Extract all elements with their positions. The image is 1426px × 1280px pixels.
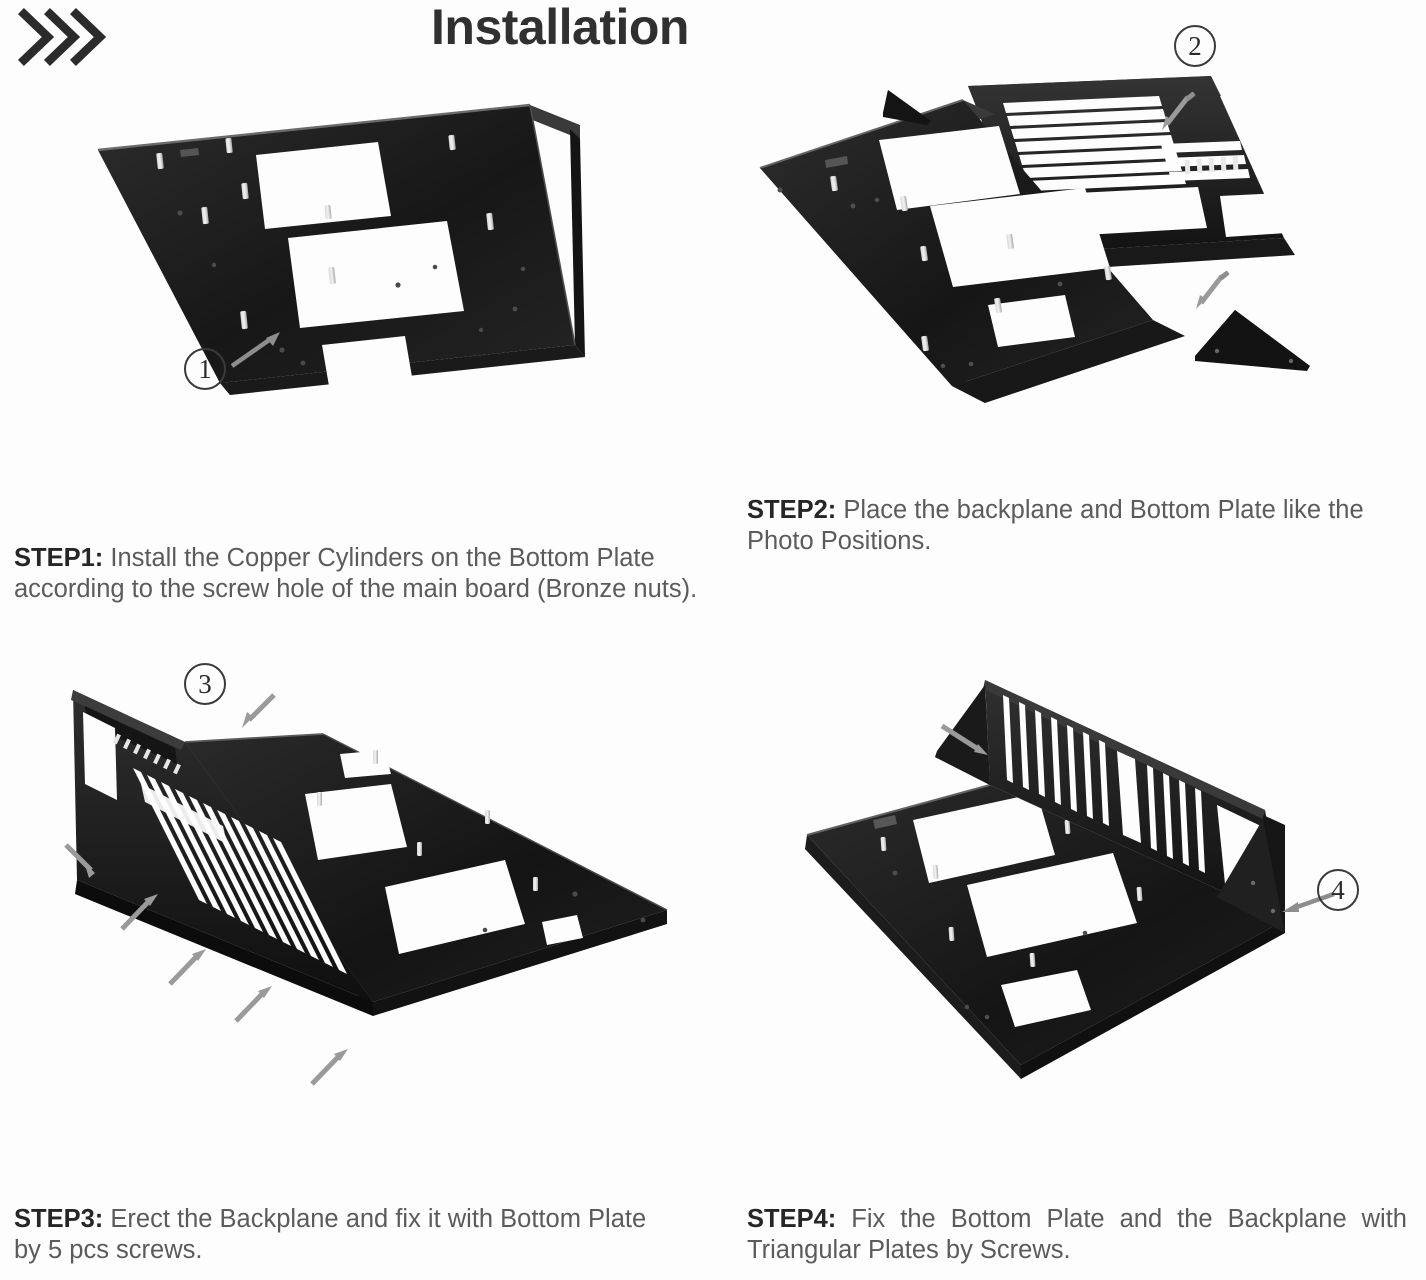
callout-1: 1 [184,348,226,390]
callout-3: 3 [184,663,226,705]
triple-chevron-right-icon [17,6,114,68]
screw-arrow-icon [1190,270,1230,310]
step4-label: STEP4 [747,1205,828,1233]
step4-separator: : [827,1205,837,1233]
screw-arrow-icon [232,985,278,1029]
step4-photo [785,665,1355,1095]
screw-arrow-icon [236,690,282,734]
callout-4: 4 [1317,869,1359,911]
step3-separator: : [94,1205,104,1233]
callout-1-arrow-up-right-icon [228,330,286,372]
step1-separator: : [94,544,104,572]
screw-arrow-icon [938,722,994,762]
screw-arrow-icon [58,840,104,884]
step2-text: Place the backplane and Bottom Plate lik… [747,496,1364,555]
screw-arrow-icon [308,1048,354,1092]
step1-label: STEP1 [14,544,95,572]
screw-arrow-icon [166,948,212,992]
step2-separator: : [827,496,837,524]
callout-2: 2 [1174,25,1216,67]
screw-arrow-icon [1158,91,1198,133]
step1-caption: STEP1: Install the Copper Cylinders on t… [14,543,704,605]
step4-text: Fix the Bottom Plate and the Backplane w… [747,1205,1407,1264]
step1-photo [60,95,680,425]
step2-caption: STEP2: Place the backplane and Bottom Pl… [747,495,1407,557]
page-header: Installation [0,0,1426,72]
step2-photo [755,48,1355,433]
step1-text: Install the Copper Cylinders on the Bott… [14,544,698,603]
step3-caption: STEP3: Erect the Backplane and fix it wi… [14,1204,674,1266]
step2-label: STEP2 [747,496,828,524]
screw-arrow-icon [118,893,164,937]
step3-label: STEP3 [14,1205,95,1233]
step4-caption: STEP4: Fix the Bottom Plate and the Back… [747,1204,1407,1266]
page-title: Installation [431,0,689,55]
step3-photo [55,672,695,1102]
step3-text: Erect the Backplane and fix it with Bott… [14,1205,647,1264]
